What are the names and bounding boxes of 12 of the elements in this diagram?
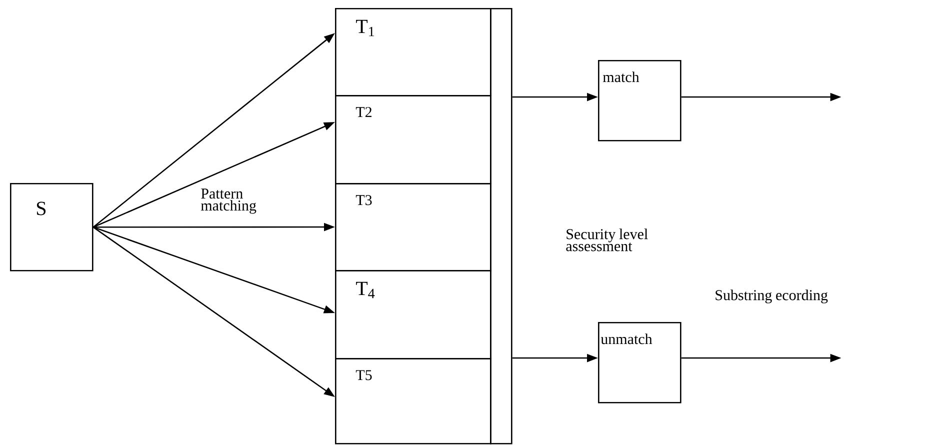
vertical-bar — [490, 8, 512, 444]
process-box: T$_{1}$ — [335, 8, 492, 96]
process-box: unmatch — [598, 322, 682, 404]
process-box: T5 — [335, 358, 492, 444]
text-label: Substring ecording — [716, 290, 828, 304]
text-label: Pattern matching — [200, 188, 256, 214]
process-box: T$_{4}$ — [335, 270, 492, 360]
process-box: T2 — [335, 95, 492, 184]
process-box: match — [598, 60, 682, 142]
text-label: Security level assessment — [566, 228, 648, 252]
process-box: T3 — [335, 183, 492, 272]
process-box: S — [10, 183, 94, 272]
